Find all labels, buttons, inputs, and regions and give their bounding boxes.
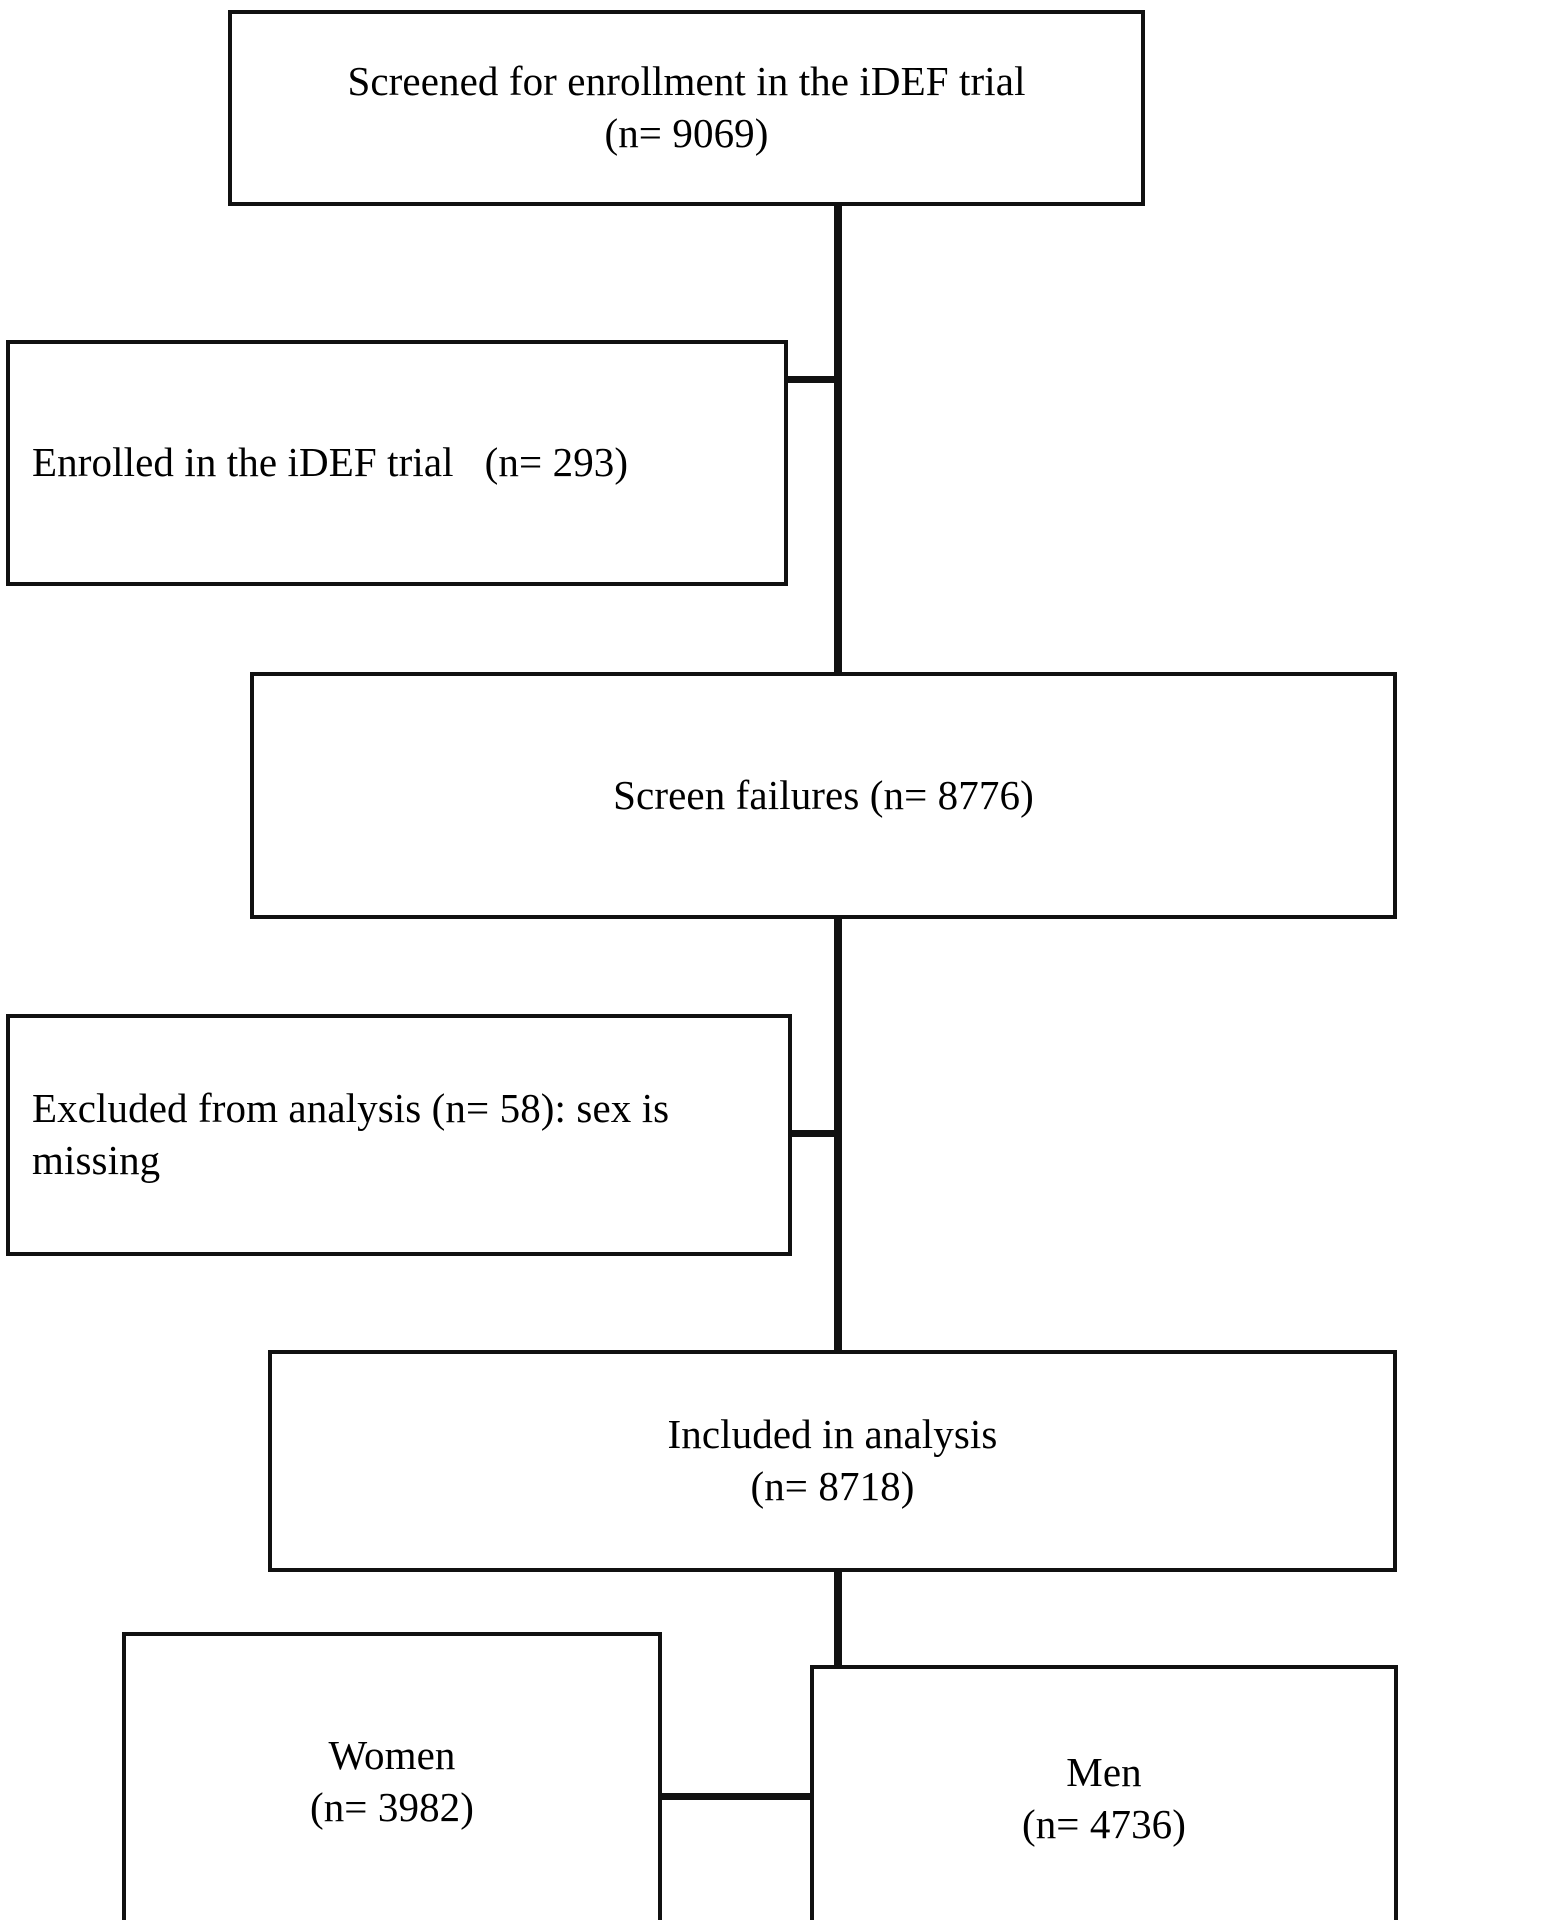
node-screened-line-2: (n= 9069) <box>604 110 769 156</box>
connector-stub-women-men <box>656 1793 838 1800</box>
node-screened-for-enrollment: Screened for enrollment in the iDEF tria… <box>228 10 1145 206</box>
node-women-line-1: Women <box>328 1732 456 1779</box>
connector-stub-enrolled <box>782 376 838 383</box>
connector-failures-to-included <box>834 912 842 1358</box>
node-failures-line-1: Screen failures (n= 8776) <box>613 771 1034 818</box>
node-included-line-1: Included in analysis <box>667 1411 998 1458</box>
node-men-line-2: (n= 4736) <box>1021 1800 1187 1847</box>
node-men-group: Men (n= 4736) <box>810 1665 1398 1920</box>
node-excluded-line-2: missing <box>32 1137 161 1183</box>
node-included-line-2: (n= 8718) <box>750 1463 915 1509</box>
node-excluded-from-analysis: Excluded from analysis (n= 58): sex is m… <box>6 1014 792 1256</box>
node-women-group: Women (n= 3982) <box>122 1632 662 1920</box>
node-enrolled-in-trial: Enrolled in the iDEF trial (n= 293) <box>6 340 788 586</box>
node-included-in-analysis: Included in analysis (n= 8718) <box>268 1350 1397 1572</box>
node-screened-line-1: Screened for enrollment in the iDEF tria… <box>347 58 1026 105</box>
node-excluded-line-1: Excluded from analysis (n= 58): sex is <box>32 1085 670 1132</box>
connector-stub-excluded <box>786 1130 838 1137</box>
node-screen-failures: Screen failures (n= 8776) <box>250 672 1397 919</box>
connector-screened-to-failures <box>834 200 842 680</box>
node-men-line-1: Men <box>1066 1748 1142 1795</box>
node-enrolled-line-1: Enrolled in the iDEF trial (n= 293) <box>32 439 629 486</box>
node-women-line-2: (n= 3982) <box>309 1784 475 1830</box>
